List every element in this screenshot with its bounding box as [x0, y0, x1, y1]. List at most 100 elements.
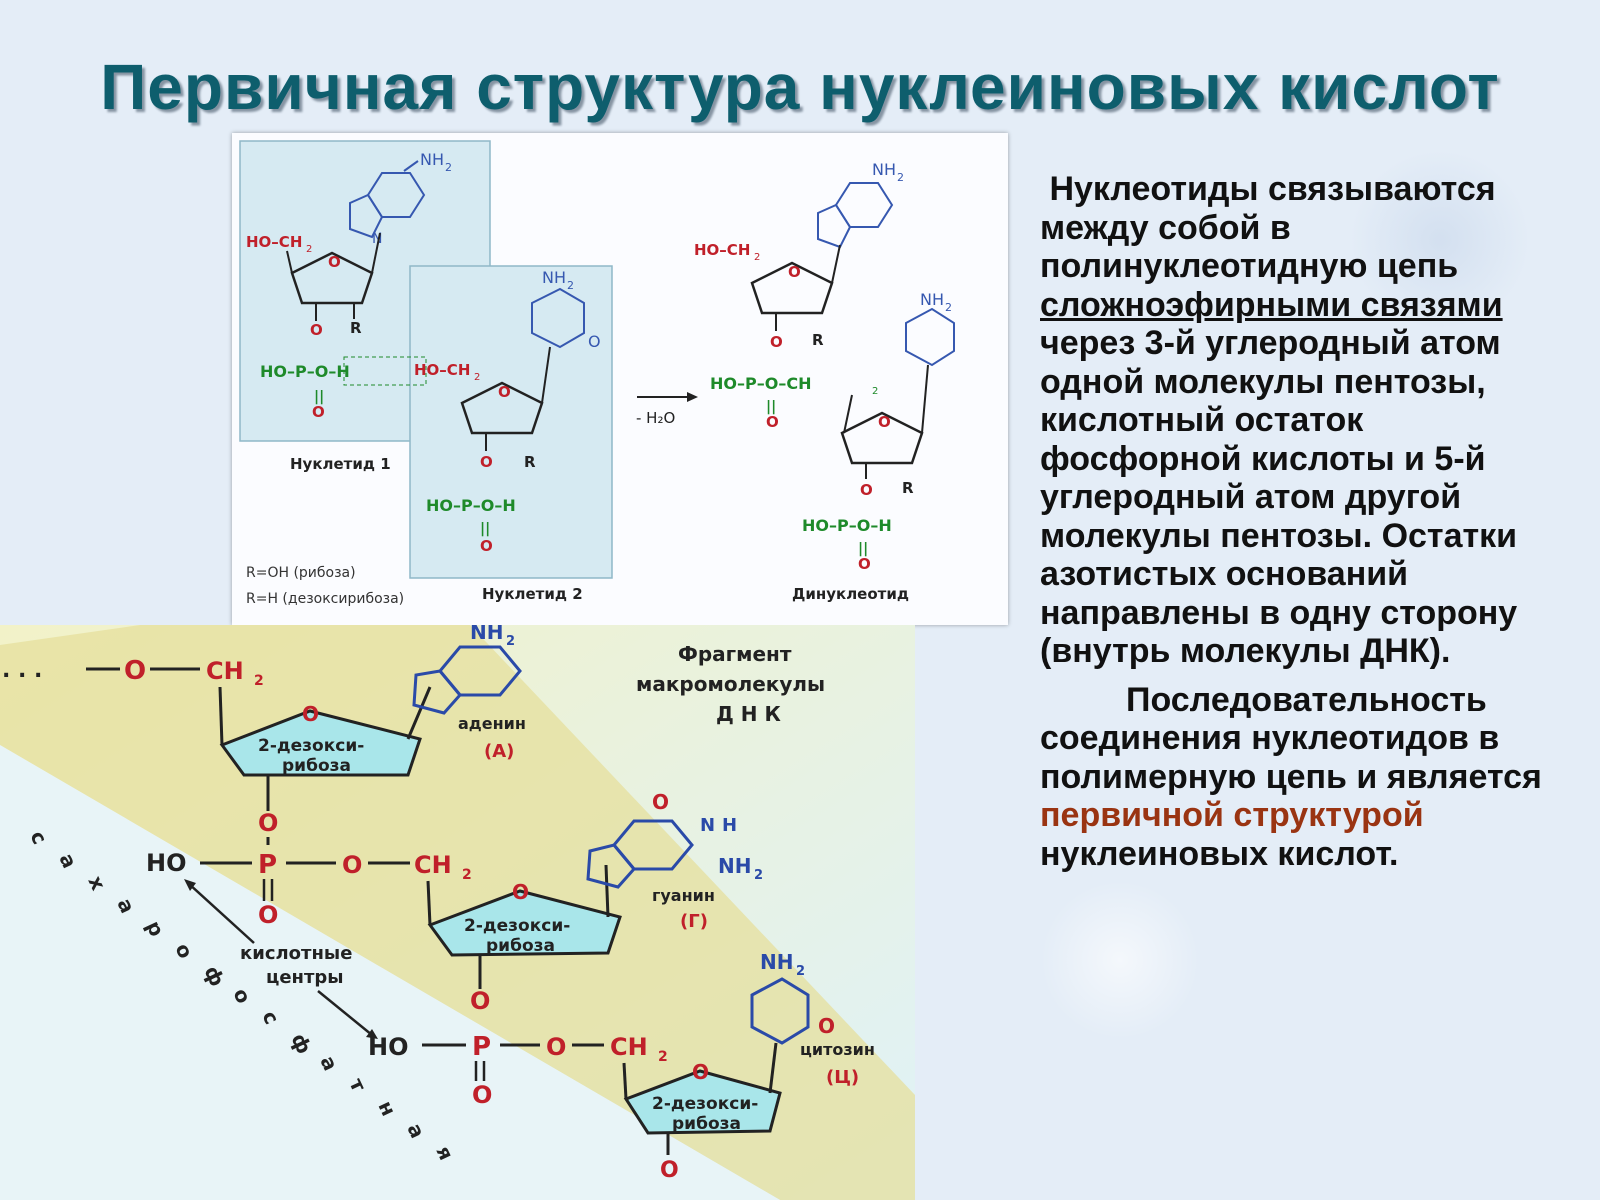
svg-text:NH: NH	[760, 950, 793, 974]
deoxyribose-2	[427, 889, 622, 957]
legend-deoxyribose: R=H (дезоксирибоза)	[246, 591, 404, 607]
svg-text:O: O	[878, 413, 891, 431]
svg-text:O: O	[770, 333, 783, 351]
svg-text:O: O	[124, 656, 146, 686]
svg-text:O: O	[258, 901, 278, 929]
slide-title: Первичная структура нуклеиновых кислот	[100, 51, 1500, 123]
svg-text:2: 2	[796, 964, 805, 979]
svg-text:HO–P–O–H: HO–P–O–H	[802, 516, 892, 535]
fragment-label-2: макромолекулы	[636, 672, 825, 696]
svg-text:O: O	[588, 332, 601, 351]
svg-text:2: 2	[306, 244, 312, 255]
svg-text:(Г): (Г)	[680, 911, 708, 932]
svg-text:HO–CH: HO–CH	[694, 241, 750, 259]
sugar-1-ring	[290, 251, 374, 305]
svg-text:O: O	[480, 453, 493, 471]
svg-text:HO–P–O–H: HO–P–O–H	[426, 496, 516, 515]
svg-text:. . .: . . .	[2, 658, 42, 683]
svg-text:O: O	[652, 790, 669, 814]
svg-text:2: 2	[474, 372, 480, 383]
svg-text:O: O	[788, 263, 801, 281]
svg-text:CH: CH	[610, 1033, 648, 1061]
adenine-1-rings	[349, 172, 426, 239]
svg-text:2: 2	[445, 161, 452, 174]
svg-text:N: N	[700, 815, 715, 836]
svg-text:рибоза: рибоза	[486, 936, 555, 956]
guanine-structure	[586, 819, 694, 889]
svg-text:O: O	[512, 880, 529, 904]
svg-text:(Ц): (Ц)	[826, 1067, 859, 1088]
paragraph-2: Последовательность соединения нуклеотидо…	[1040, 680, 1542, 873]
dinucleotide-sugar-1	[750, 261, 834, 315]
svg-text:||: ||	[766, 399, 776, 415]
svg-text:2: 2	[567, 279, 574, 292]
svg-text:NH: NH	[542, 268, 566, 287]
svg-text:O: O	[860, 481, 873, 499]
deoxyribose-3	[623, 1069, 782, 1135]
svg-text:O: O	[660, 1158, 679, 1183]
svg-text:P: P	[258, 850, 277, 880]
svg-text:рибоза: рибоза	[672, 1114, 741, 1134]
svg-text:R: R	[902, 479, 914, 497]
nh2-label: NH	[420, 150, 444, 169]
acid-center-ho-2: HO	[368, 1033, 409, 1061]
svg-text:2: 2	[897, 171, 904, 184]
acid-centers-label-2: центры	[266, 967, 344, 988]
svg-text:R: R	[524, 453, 536, 471]
dinucleotide-sugar-2	[840, 411, 924, 465]
paragraph-1: Нуклеотиды связываются между собой в пол…	[1040, 170, 1518, 670]
svg-text:O: O	[766, 413, 779, 431]
svg-text:(А): (А)	[484, 741, 514, 762]
svg-text:O: O	[470, 987, 490, 1015]
adenine-structure	[412, 645, 522, 715]
svg-text:2-дезокси-: 2-дезокси-	[652, 1094, 758, 1114]
svg-text:2: 2	[754, 868, 763, 883]
svg-text:O: O	[342, 851, 362, 879]
backbone-band	[0, 625, 915, 1200]
svg-text:O: O	[302, 702, 319, 726]
svg-text:O: O	[258, 809, 278, 837]
svg-text:2-дезокси-: 2-дезокси-	[464, 916, 570, 936]
svg-text:гуанин: гуанин	[652, 886, 715, 905]
svg-text:O: O	[312, 403, 325, 421]
svg-text:2: 2	[254, 673, 264, 689]
fragment-label-1: Фрагмент	[678, 642, 792, 666]
svg-text:CH: CH	[206, 657, 244, 685]
svg-text:||: ||	[858, 541, 868, 557]
svg-text:O: O	[480, 537, 493, 555]
svg-text:O: O	[546, 1033, 566, 1061]
svg-text:2: 2	[754, 252, 760, 263]
svg-text:O: O	[310, 321, 323, 339]
svg-text:||: ||	[480, 521, 490, 537]
arrow-to-acid-center-1	[187, 882, 255, 944]
svg-text:O: O	[472, 1081, 492, 1109]
svg-text:R: R	[812, 331, 824, 349]
svg-text:HO–CH: HO–CH	[414, 361, 470, 379]
ho-ch2-label: HO–CH	[246, 233, 302, 251]
nucleotide-condensation-figure: NH 2 N HO–CH 2 O O R HO–P–O–H || O Нукле…	[232, 133, 1008, 625]
caption-nucleotide-1: Нуклетид 1	[290, 455, 391, 473]
svg-text:цитозин: цитозин	[800, 1040, 875, 1059]
svg-text:NH: NH	[872, 160, 896, 179]
phosphate-1-label: HO–P–O–H	[260, 362, 350, 381]
dna-fragment-figure: Фрагмент макромолекулы Д Н К . . . O CH …	[0, 625, 915, 1200]
svg-text:2-дезокси-: 2-дезокси-	[258, 736, 364, 756]
svg-text:2: 2	[658, 1049, 668, 1065]
lower-area	[0, 745, 780, 1200]
deoxyribose-1	[219, 709, 422, 777]
water-elimination-box	[343, 356, 427, 386]
svg-text:2: 2	[872, 386, 878, 397]
cytosine-structure	[750, 977, 810, 1045]
dinucleotide-adenine	[817, 182, 894, 249]
svg-text:||: ||	[314, 389, 324, 405]
svg-text:2: 2	[506, 634, 515, 649]
sugar-2-ring	[460, 381, 544, 435]
phosphodiester-label: HO–P–O–CH	[710, 374, 811, 393]
arrow-to-acid-center-2	[317, 990, 373, 1036]
ester-bonds-term: сложноэфирными связями	[1040, 285, 1503, 324]
svg-text:O: O	[328, 253, 341, 271]
svg-text:P: P	[472, 1032, 491, 1062]
svg-text:O: O	[498, 383, 511, 401]
svg-text:H: H	[722, 815, 737, 836]
legend-ribose: R=OH (рибоза)	[246, 565, 356, 581]
